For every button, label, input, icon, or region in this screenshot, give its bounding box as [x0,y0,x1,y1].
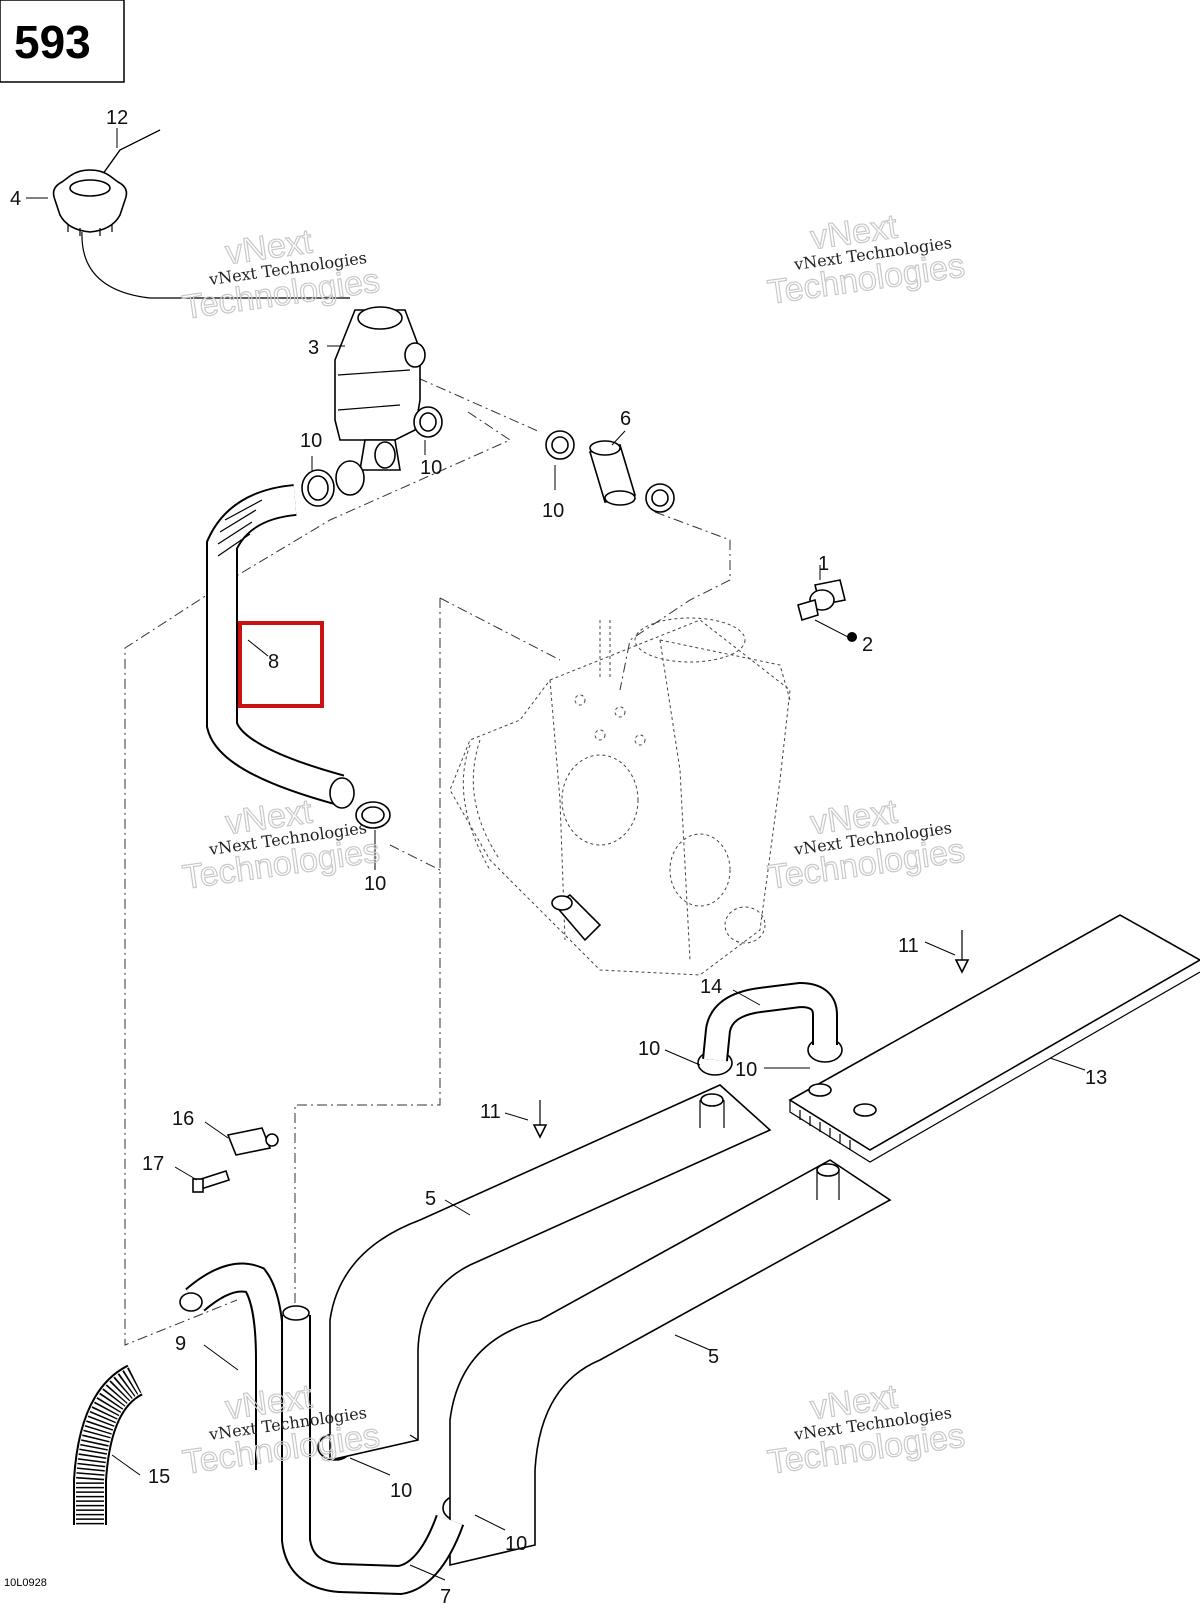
callout-15: 15 [148,1466,170,1488]
document-code: 10L0928 [4,1577,47,1589]
filler-cap [52,129,350,299]
callout-10-b: 10 [420,457,442,479]
short-hose [588,440,637,506]
engine-outline [449,617,791,976]
callout-7: 7 [440,1586,451,1608]
coolant-reservoir [334,306,426,496]
callout-11-a: 11 [898,935,919,957]
hose-8 [206,484,355,809]
page-number: 593 [14,16,91,68]
hose-9 [179,1262,285,1470]
callout-8: 8 [268,651,279,673]
heat-exchanger-13 [788,914,1200,1163]
highlight-box [238,621,324,708]
callout-1: 1 [818,553,829,575]
callout-14: 14 [700,976,722,998]
leader-lines [26,128,1086,1581]
callout-5-lower: 5 [708,1346,719,1368]
callout-labels: 1 2 3 4 5 5 6 7 8 9 10 10 10 10 10 10 10… [10,107,1107,1608]
screw-17 [192,1169,231,1193]
callout-17: 17 [142,1153,164,1175]
callout-3: 3 [308,337,319,359]
corrugated-hose-15 [73,1364,144,1525]
rivets [532,930,970,1139]
hose-14 [702,981,838,1062]
callout-10-h: 10 [505,1533,527,1555]
callout-11-b: 11 [480,1101,501,1123]
bracket-16 [226,1127,279,1156]
hose-clamps [301,406,843,1522]
callout-10-a: 10 [300,430,322,452]
temperature-sensor [797,579,857,642]
callout-12: 12 [106,107,128,129]
callout-10-g: 10 [390,1480,412,1502]
heat-exchanger-5-upper [329,1084,772,1462]
callout-10-f: 10 [735,1059,757,1081]
callout-5-upper: 5 [425,1188,436,1210]
callout-10-e: 10 [638,1038,660,1060]
page-number-box: 593 [0,0,125,83]
callout-4: 4 [10,188,21,210]
callout-6: 6 [620,408,631,430]
watermarks: vNext vNext Technologies Technologies vN… [180,207,968,1482]
callout-9: 9 [175,1333,186,1355]
callout-2: 2 [862,634,873,656]
callout-13: 13 [1085,1067,1107,1089]
callout-16: 16 [172,1108,194,1130]
callout-10-c: 10 [542,500,564,522]
callout-10-d: 10 [364,873,386,895]
hose-7 [281,1305,465,1596]
